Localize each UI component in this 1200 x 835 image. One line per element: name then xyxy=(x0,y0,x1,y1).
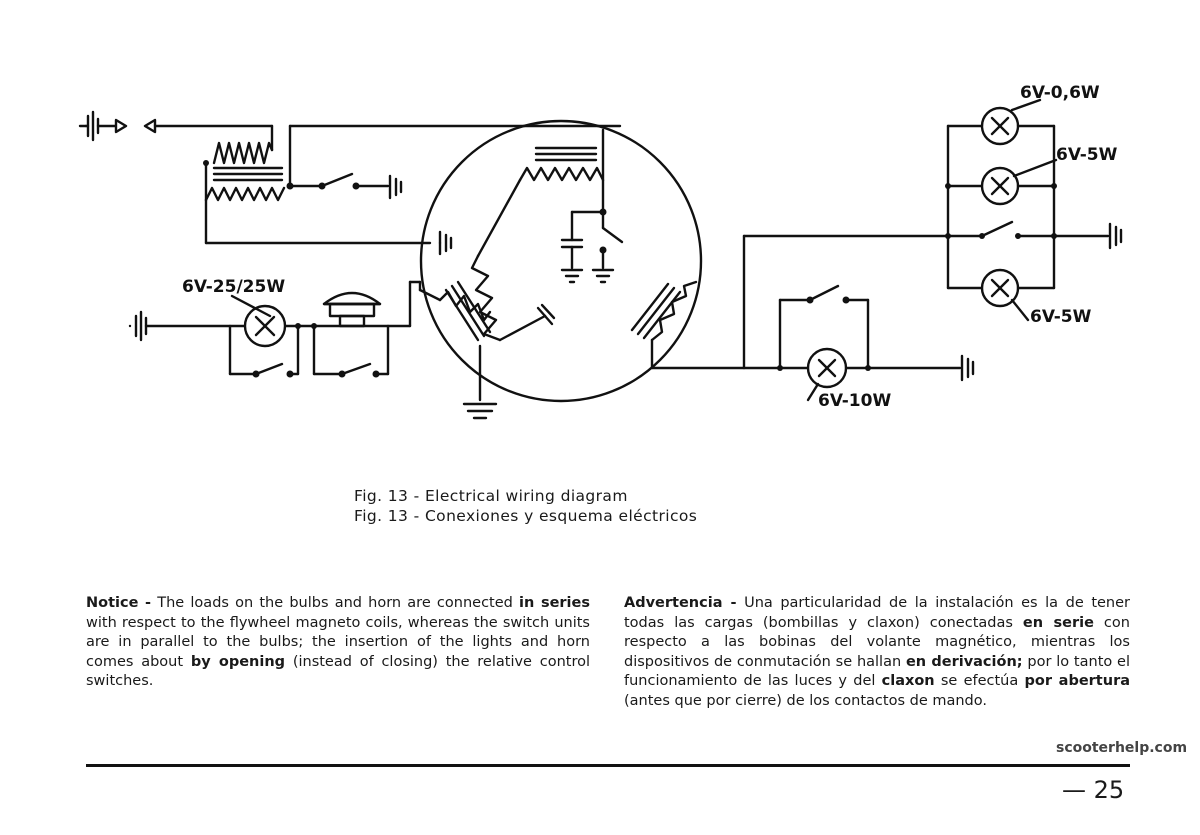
notice-bold-2: by opening xyxy=(190,653,286,670)
advertencia-title: Advertencia - xyxy=(624,595,737,611)
advertencia-bold-3: claxon xyxy=(881,673,935,689)
headlamp-circuit xyxy=(128,280,422,376)
caption-line-es: Fig. 13 - Conexiones y esquema eléctrico… xyxy=(354,507,698,525)
label-bulb-top: 6V-0,6W xyxy=(1020,83,1100,103)
lamp-bank xyxy=(650,124,1123,370)
advertencia-bold-2: en derivación; xyxy=(905,653,1023,670)
label-bulb-bot: 6V-5W xyxy=(1030,307,1092,327)
advertencia-text-1: Una particularidad de la instalación es … xyxy=(624,595,1130,631)
bulb-bot xyxy=(980,268,1020,308)
advertencia-bold-1: en serie xyxy=(1022,614,1094,631)
page-rule xyxy=(86,764,1130,767)
magneto-stator xyxy=(419,119,703,403)
advertencia-text-2: con respecto a las bobinas del volante m… xyxy=(624,614,1130,670)
advertencia-paragraph: Advertencia - Una particularidad de la i… xyxy=(624,594,1130,711)
watermark: scooterhelp.com xyxy=(1056,740,1188,756)
caption-line-en: Fig. 13 - Electrical wiring diagram xyxy=(354,487,628,505)
label-bulb-mid: 6V-5W xyxy=(1056,145,1118,165)
magneto-coils xyxy=(418,128,698,402)
notice-paragraph: Notice - The loads on the bulbs and horn… xyxy=(86,594,590,692)
bulb-lower xyxy=(806,347,848,389)
stop-lamp-circuit xyxy=(742,284,975,402)
label-bulb-head: 6V-25/25W xyxy=(182,277,285,297)
advertencia-bold-4: por abertura xyxy=(1024,673,1131,689)
headlamp-bulb xyxy=(243,304,287,348)
figure-caption: Fig. 13 - Electrical wiring diagram Fig.… xyxy=(354,486,697,526)
notice-title: Notice - xyxy=(86,595,152,611)
top-left-ground-connector xyxy=(78,110,274,152)
advertencia-text-5: (antes que por cierre) de los contactos … xyxy=(624,692,987,709)
bulb-mid xyxy=(980,166,1020,206)
notice-text-1: The loads on the bulbs and horn are conn… xyxy=(151,595,520,611)
advertencia-text-3: por lo tanto el funcionamiento de las lu… xyxy=(624,653,1130,690)
notice-text-2: with respect to the flywheel magneto coi… xyxy=(86,614,590,670)
magneto-ground-symbols xyxy=(462,268,615,420)
horn xyxy=(322,291,382,328)
notice-bold-1: in series xyxy=(519,595,590,611)
ground-symbol-ignition-switch xyxy=(388,174,403,200)
page-number: — 25 xyxy=(1062,776,1125,804)
notice-text-3: (instead of closing) the relative contro… xyxy=(86,653,591,690)
wiring-diagram: 6V-0,6W 6V-5W 6V-5W 6V-25/25W 6V-10W xyxy=(78,83,1123,420)
bulb-top xyxy=(980,106,1020,146)
advertencia-text-4: se efectúa xyxy=(934,673,1025,689)
label-bulb-lower: 6V-10W xyxy=(818,391,891,411)
ignition-coil xyxy=(204,124,622,245)
